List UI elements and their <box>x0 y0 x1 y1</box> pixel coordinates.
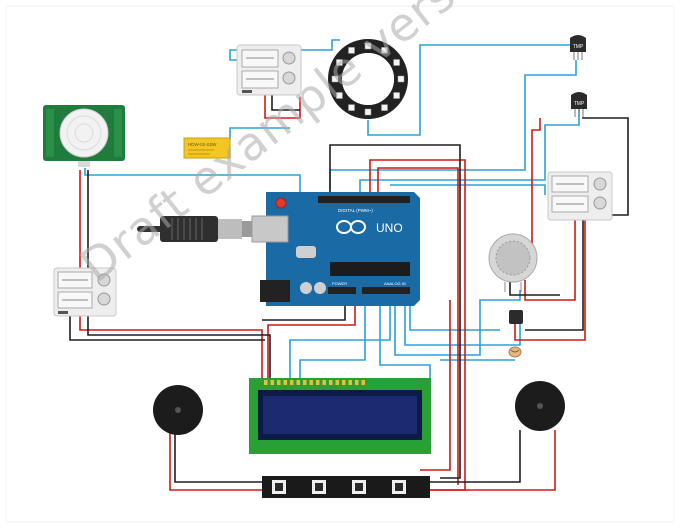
ring-led <box>331 75 339 83</box>
ring-led <box>381 47 388 54</box>
tmp-sensor-2-label: TMP <box>574 101 585 107</box>
lcd-display <box>249 378 431 454</box>
slider-module-left <box>53 267 117 317</box>
lcd-pin <box>348 380 352 385</box>
slider-module-top <box>236 44 302 96</box>
ring-led <box>364 42 372 50</box>
wires-blue <box>84 39 580 380</box>
led-chip <box>355 483 363 491</box>
relay-module: HDW-02-S2W <box>183 137 231 159</box>
ring-led <box>348 104 355 111</box>
ring-led <box>397 75 405 83</box>
arduino-uno: UNO DIGITAL (PWM~) ANALOG IN POWER <box>251 192 420 306</box>
piezo-buzzer-left <box>153 385 203 435</box>
ring-led <box>393 92 400 99</box>
lcd-pin <box>283 380 287 385</box>
lcd-pin <box>361 380 365 385</box>
transistor <box>509 310 523 324</box>
led-chip <box>395 483 403 491</box>
lcd-pin <box>303 380 307 385</box>
led-strip <box>262 476 430 498</box>
lcd-pin <box>264 380 268 385</box>
lcd-pin <box>270 380 274 385</box>
wires-red <box>79 92 586 491</box>
arduino-brand: UNO <box>376 221 403 235</box>
relay-label: HDW-02-S2W <box>188 142 217 147</box>
pir-sensor <box>43 105 125 167</box>
lcd-pin <box>296 380 300 385</box>
lcd-pin <box>355 380 359 385</box>
wires-black <box>69 92 629 483</box>
arduino-digital-label: DIGITAL (PWM~) <box>338 208 373 213</box>
ring-led <box>393 59 400 66</box>
lcd-pin <box>342 380 346 385</box>
lcd-pin <box>335 380 339 385</box>
tmp-sensor-1: TMP <box>570 35 586 60</box>
photoresistor <box>508 346 522 358</box>
piezo-buzzer-right <box>515 381 565 431</box>
slider-module-right <box>547 171 613 221</box>
lcd-pin <box>329 380 333 385</box>
arduino-power-label: POWER <box>332 281 347 286</box>
led-chip <box>275 483 283 491</box>
tmp-sensor-1-label: TMP <box>573 44 584 50</box>
ring-led <box>364 108 372 116</box>
ring-led <box>336 92 343 99</box>
led-chip <box>315 483 323 491</box>
lcd-pin <box>290 380 294 385</box>
tmp-sensor-2: TMP <box>571 92 587 117</box>
lcd-pin <box>316 380 320 385</box>
gas-sensor <box>488 233 538 292</box>
ring-led <box>381 104 388 111</box>
neopixel-ring <box>328 39 408 119</box>
ring-led <box>336 59 343 66</box>
ring-led <box>348 47 355 54</box>
usb-cable <box>137 216 252 242</box>
lcd-pin <box>309 380 313 385</box>
arduino-analog-label: ANALOG IN <box>384 281 406 286</box>
lcd-pin <box>322 380 326 385</box>
lcd-pin <box>277 380 281 385</box>
